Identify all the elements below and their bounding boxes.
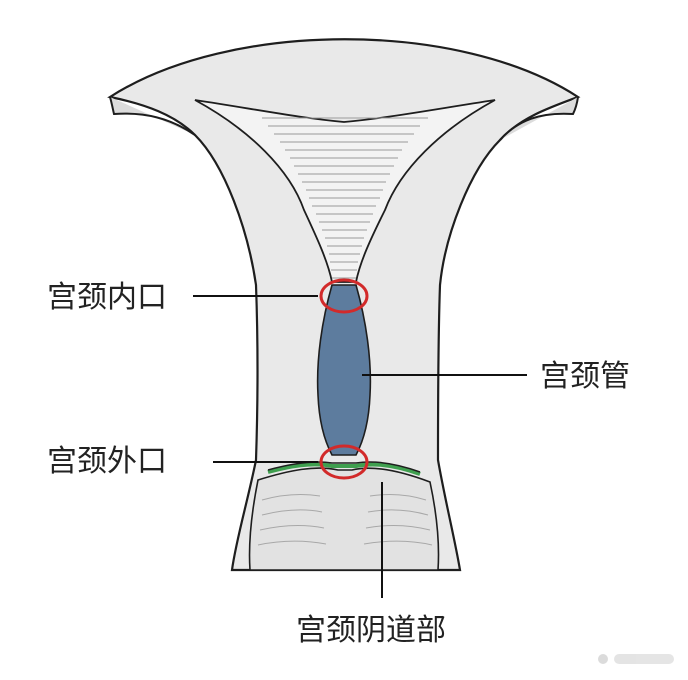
label-cervical-canal: 宫颈管: [540, 359, 630, 394]
label-vaginal-portion: 宫颈阴道部: [296, 613, 446, 648]
left-tube-stub: [109, 96, 196, 136]
vagina-region: [248, 467, 440, 571]
external-os-circle: [319, 444, 369, 480]
vaginal-rugae: [257, 494, 433, 546]
uterine-cavity: [194, 99, 496, 283]
ectocervix-epithelium: [267, 462, 421, 476]
right-tube-stub: [499, 96, 579, 141]
label-internal-os: 宫颈内口: [47, 280, 167, 315]
external-os-surface: [267, 461, 421, 473]
internal-os-circle: [319, 278, 369, 314]
endometrium-hatching: [262, 117, 428, 279]
watermark-logo: [598, 650, 674, 668]
watermark-dot-icon: [598, 654, 608, 664]
label-external-os: 宫颈外口: [47, 444, 167, 479]
cervical-canal: [316, 284, 372, 456]
watermark-bar: [614, 654, 674, 664]
